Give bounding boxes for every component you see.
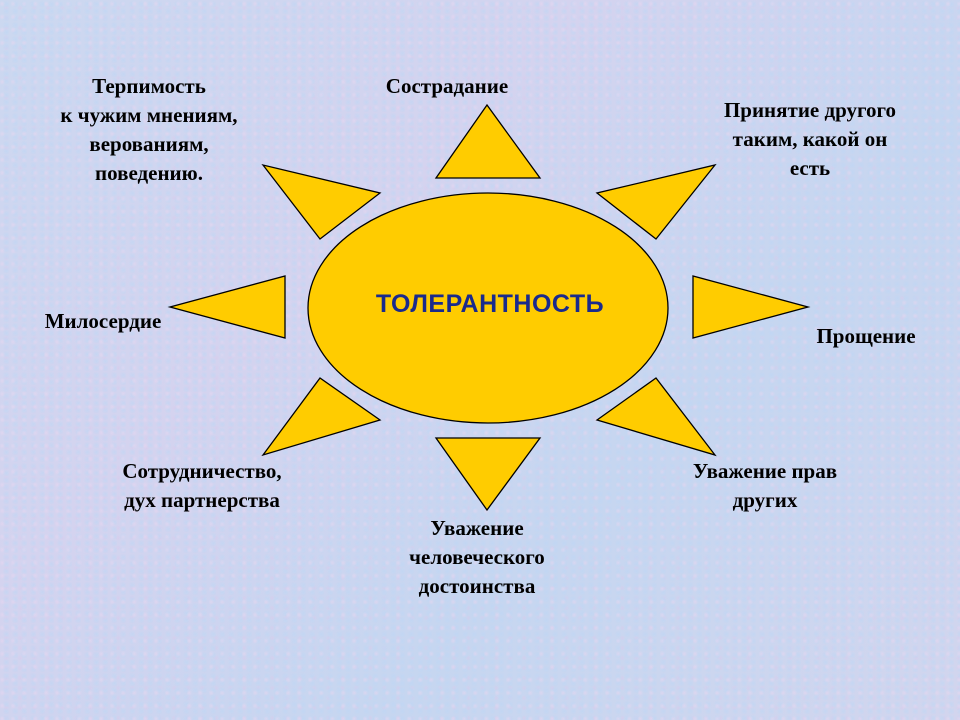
label-bottom-right: Уважение прав других xyxy=(692,459,838,512)
ray-right xyxy=(692,275,811,339)
label-bottom-left: Сотрудничество, дух партнерства xyxy=(122,459,282,512)
ray-top-right xyxy=(595,163,717,240)
ray-bottom-left xyxy=(261,377,382,457)
ray-left xyxy=(167,275,286,339)
label-bottom: Уважение человеческого достоинства xyxy=(409,516,545,598)
label-top-left: Терпимость к чужим мнениям, верованиям, … xyxy=(60,74,238,185)
ray-bottom-right xyxy=(595,377,717,457)
label-top-right: Принятие другого таким, какой он есть xyxy=(723,98,897,180)
label-left: Милосердие xyxy=(44,309,162,333)
ray-bottom xyxy=(434,437,542,512)
sun-core xyxy=(307,192,669,424)
center-label: ТОЛЕРАНТНОСТЬ xyxy=(375,290,605,318)
label-right: Прощение xyxy=(816,324,916,348)
label-top: Сострадание xyxy=(385,74,509,98)
ray-top-left xyxy=(261,163,382,240)
ray-top xyxy=(434,103,542,179)
